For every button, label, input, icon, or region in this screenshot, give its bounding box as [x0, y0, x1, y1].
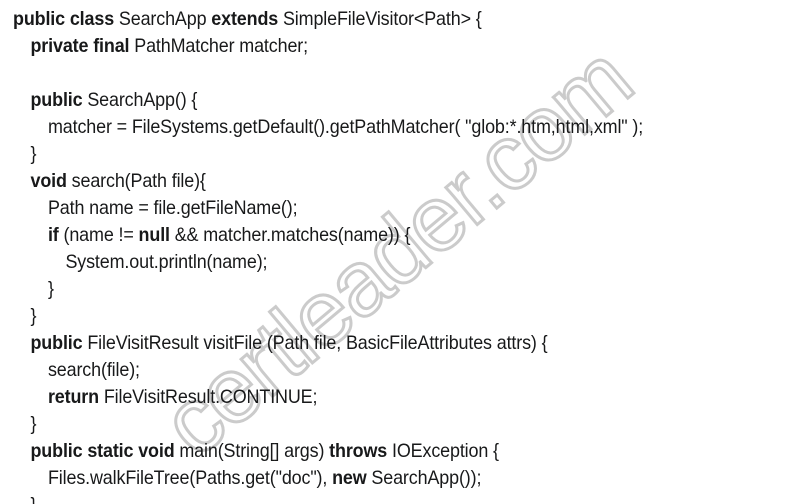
- code-line: }: [13, 411, 741, 438]
- code-token: }: [47, 278, 54, 300]
- code-keyword: void: [30, 170, 72, 192]
- code-keyword: null: [138, 224, 175, 246]
- code-line: return FileVisitResult.CONTINUE;: [13, 384, 741, 411]
- code-line: if (name != null && matcher.matches(name…: [13, 222, 741, 249]
- code-line: void search(Path file){: [13, 168, 741, 195]
- code-token: main(String[] args): [179, 440, 330, 462]
- code-line: search(file);: [13, 357, 741, 384]
- code-keyword: throws: [329, 440, 392, 462]
- code-keyword: public: [30, 89, 88, 111]
- code-token: FileVisitResult visitFile (Path file, Ba…: [87, 332, 548, 354]
- code-line: }: [13, 276, 741, 303]
- code-token: matcher = FileSystems.getDefault().getPa…: [47, 116, 644, 138]
- code-line: public class SearchApp extends SimpleFil…: [13, 6, 741, 33]
- code-line: }: [13, 303, 741, 330]
- code-line: matcher = FileSystems.getDefault().getPa…: [13, 114, 741, 141]
- code-keyword: new: [332, 467, 372, 489]
- code-token: SearchApp());: [371, 467, 482, 489]
- code-token: SearchApp: [118, 8, 212, 30]
- code-line: public FileVisitResult visitFile (Path f…: [13, 330, 741, 357]
- code-line: System.out.println(name);: [13, 249, 741, 276]
- code-line: public static void main(String[] args) t…: [13, 438, 741, 465]
- code-keyword: return: [47, 386, 104, 408]
- code-keyword: public: [30, 332, 88, 354]
- code-line: Path name = file.getFileName();: [13, 195, 741, 222]
- code-token: System.out.println(name);: [65, 251, 268, 273]
- code-keyword: public static void: [30, 440, 180, 462]
- code-token: }: [30, 305, 37, 327]
- code-token: search(Path file){: [71, 170, 206, 192]
- code-line-blank: [13, 60, 741, 87]
- code-keyword: if: [47, 224, 64, 246]
- code-line: }: [13, 492, 741, 504]
- code-token: (name !=: [63, 224, 139, 246]
- code-line: public SearchApp() {: [13, 87, 741, 114]
- code-token: IOException {: [391, 440, 499, 462]
- code-line: }: [13, 141, 741, 168]
- code-token: }: [30, 413, 37, 435]
- code-token: SimpleFileVisitor<Path> {: [282, 8, 482, 30]
- code-token: PathMatcher matcher;: [134, 35, 308, 57]
- code-line: private final PathMatcher matcher;: [13, 33, 741, 60]
- code-token: && matcher.matches(name)) {: [174, 224, 411, 246]
- code-token: search(file);: [47, 359, 140, 381]
- code-token: }: [30, 143, 37, 165]
- code-token: FileVisitResult.CONTINUE;: [103, 386, 318, 408]
- code-token: Path name = file.getFileName();: [47, 197, 298, 219]
- code-token: Files.walkFileTree(Paths.get("doc"),: [47, 467, 333, 489]
- code-token: SearchApp() {: [87, 89, 198, 111]
- code-keyword: public class: [13, 8, 119, 30]
- code-keyword: extends: [211, 8, 283, 30]
- code-keyword: private final: [30, 35, 135, 57]
- code-line: Files.walkFileTree(Paths.get("doc"), new…: [13, 465, 741, 492]
- code-token: }: [30, 494, 36, 504]
